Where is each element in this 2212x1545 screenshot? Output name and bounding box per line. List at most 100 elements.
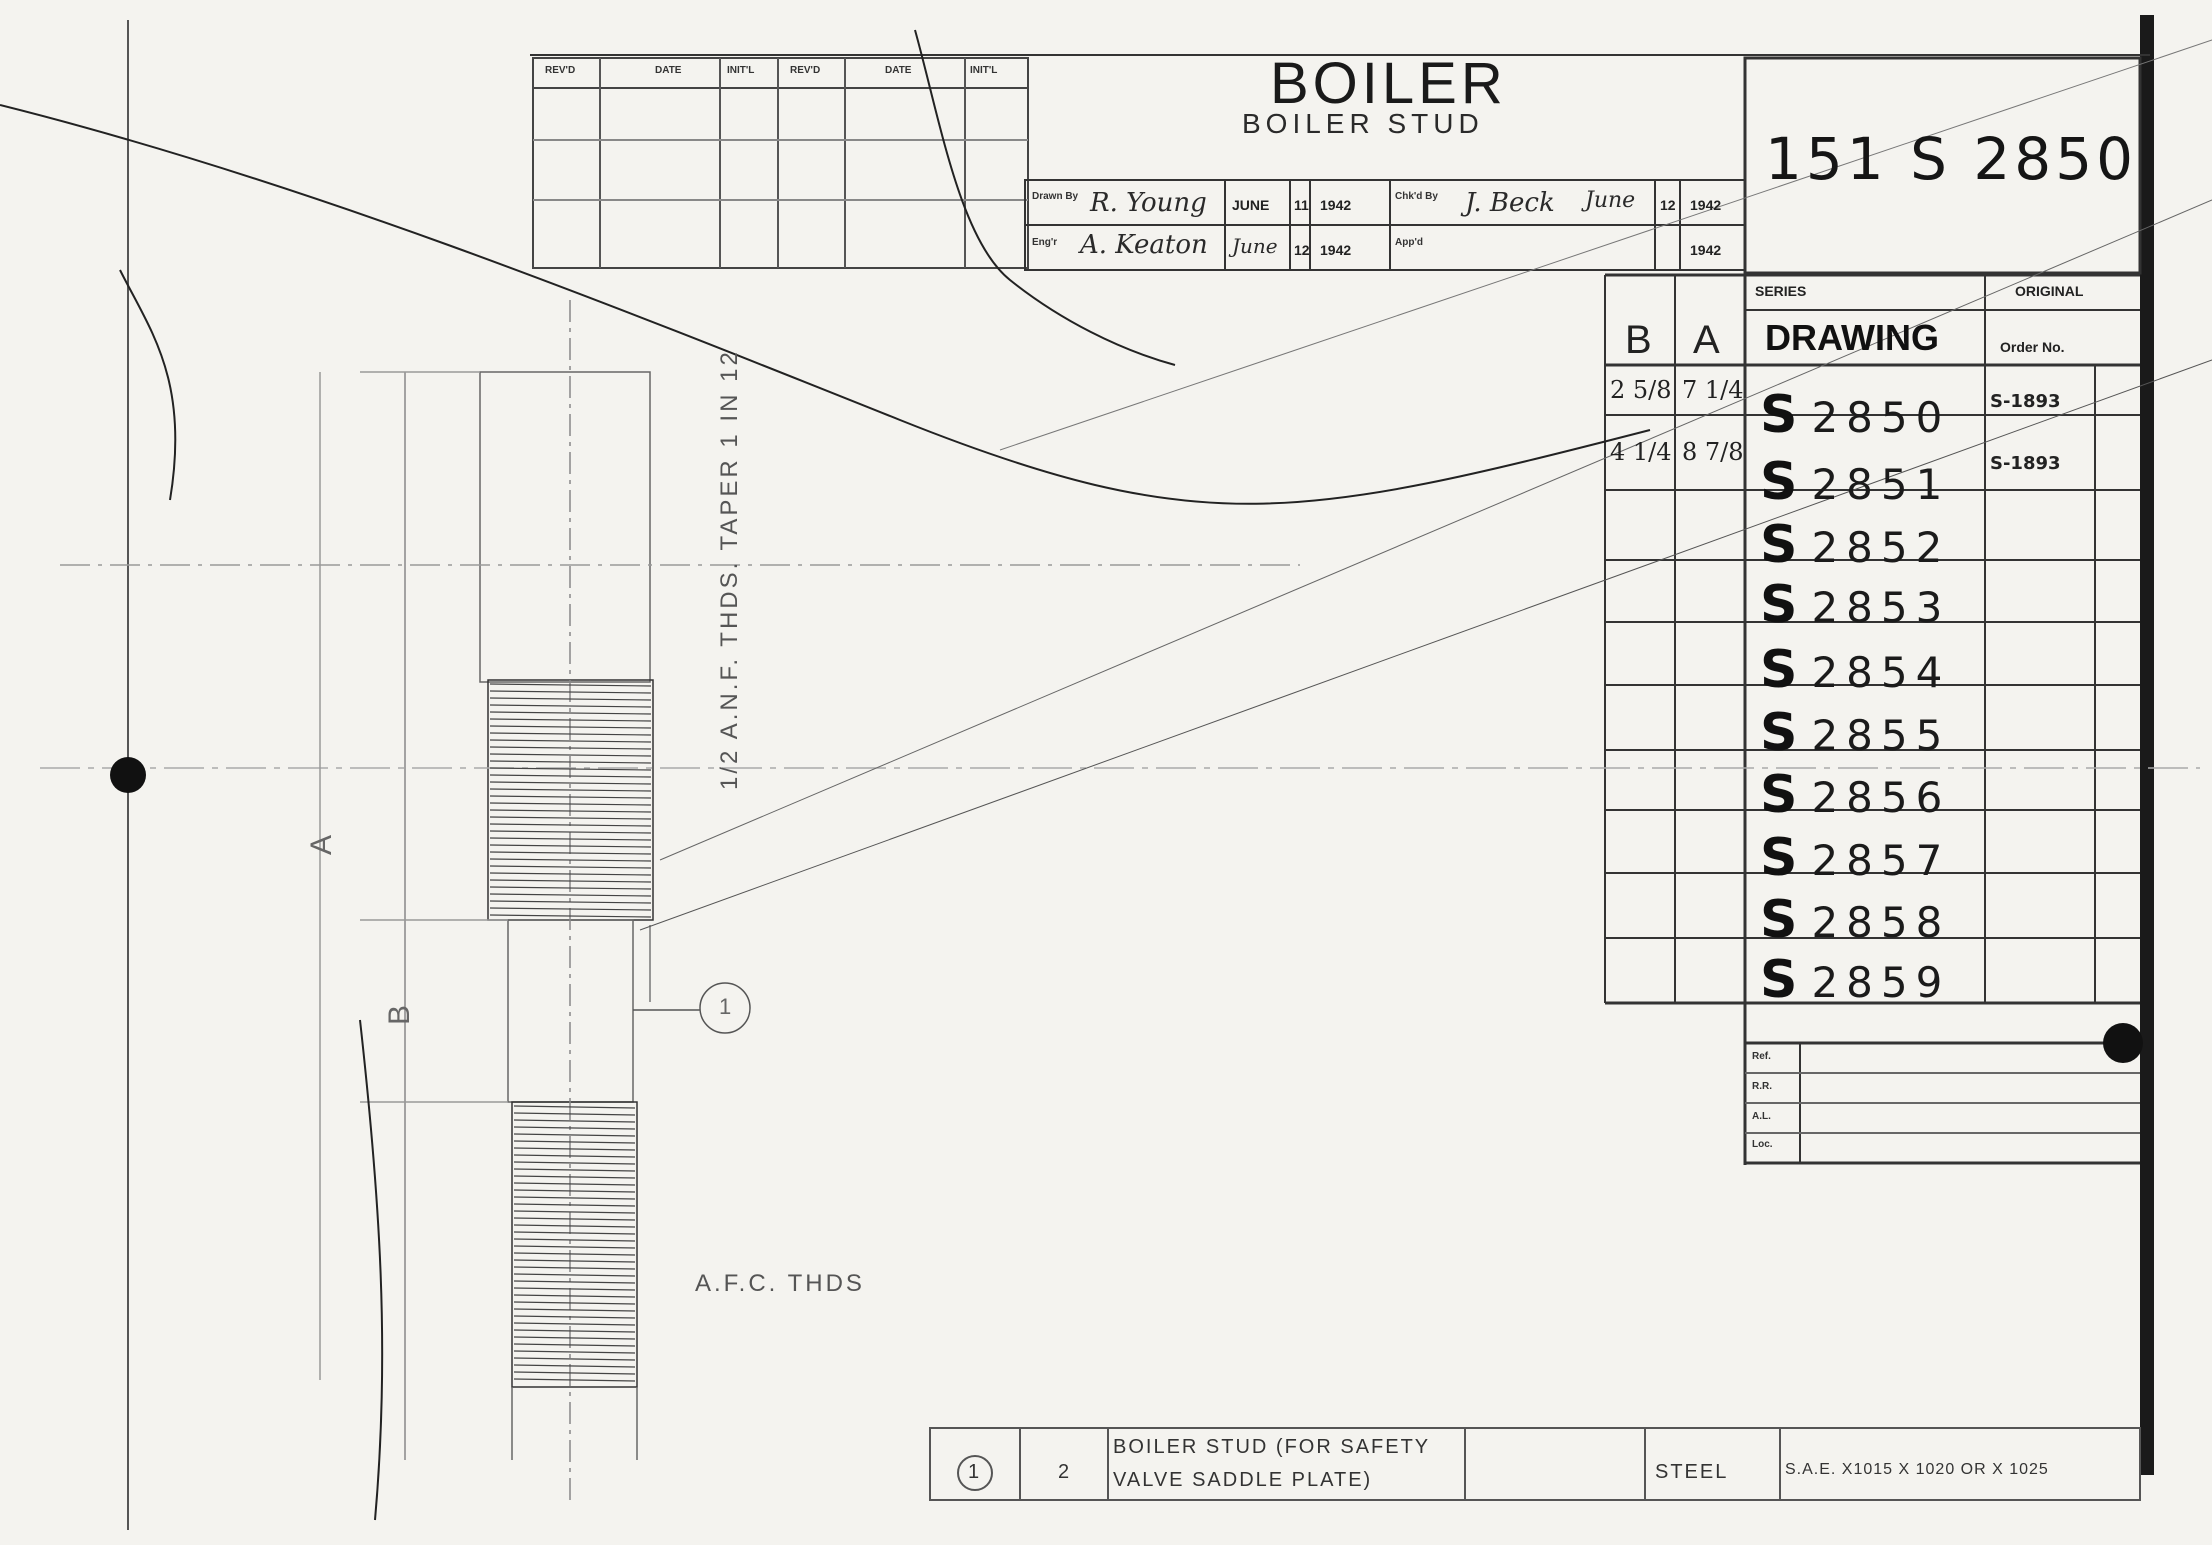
drawing-prefix: S <box>1760 703 1798 763</box>
row2-order: S-1893 <box>1990 453 2061 474</box>
thread-line <box>513 1210 636 1214</box>
thread-line <box>489 711 652 715</box>
order-header: Order No. <box>2000 339 2065 355</box>
thread-line <box>489 865 652 869</box>
thread-line <box>513 1350 636 1354</box>
thread-line <box>513 1266 636 1270</box>
drawing-row-number: 2855 <box>1811 711 1951 760</box>
bom-description-1: BOILER STUD (FOR SAFETY <box>1113 1436 1431 1458</box>
thread-line <box>513 1364 636 1368</box>
row2-a: 8 7/8 <box>1682 438 1744 466</box>
thread-line <box>513 1140 636 1144</box>
thread-line <box>513 1294 636 1298</box>
engineer-label: Eng'r <box>1032 237 1058 248</box>
drawn-month: JUNE <box>1232 197 1270 213</box>
thread-line <box>513 1252 636 1256</box>
row1-order: S-1893 <box>1990 391 2061 412</box>
thread-line <box>489 704 652 708</box>
drawing-prefix: S <box>1760 452 1798 512</box>
rev-header-5: DATE <box>885 65 912 76</box>
thread-line <box>489 697 652 701</box>
drawing-prefix: S <box>1760 828 1798 888</box>
thread-line <box>489 690 652 694</box>
drawing-row-number: 2850 <box>1811 393 1951 442</box>
thread-line <box>513 1196 636 1200</box>
thread-line <box>513 1224 636 1228</box>
thread-line <box>489 893 652 897</box>
thread-line <box>489 725 652 729</box>
thread-line <box>513 1161 636 1165</box>
thread-line <box>489 900 652 904</box>
thread-line <box>489 823 652 827</box>
thread-line <box>489 914 652 918</box>
thread-line <box>513 1301 636 1305</box>
drawing-prefix: S <box>1760 890 1798 950</box>
thread-line <box>489 774 652 778</box>
drawing-prefix: S <box>1760 765 1798 825</box>
drawing-row: S 2850 <box>1760 385 1950 445</box>
thread-line <box>489 886 652 890</box>
drawing-prefix: S <box>1760 385 1798 445</box>
checked-day: 12 <box>1660 197 1676 213</box>
thread-line <box>513 1336 636 1340</box>
thread-line <box>489 788 652 792</box>
lower-label-rr: R.R. <box>1752 1081 1772 1092</box>
drawing-row-number: 2853 <box>1811 583 1951 632</box>
drawing-row-number: 2851 <box>1811 460 1951 509</box>
engineer-month: June <box>1232 234 1278 258</box>
rev-header-1: REV'D <box>545 65 576 76</box>
drawing-prefix: S <box>1760 950 1798 1010</box>
drawing-row-number: 2858 <box>1811 898 1951 947</box>
thread-line <box>513 1189 636 1193</box>
engineer-day: 12 <box>1294 242 1310 258</box>
thread-note: A.F.C. THDS <box>695 1270 865 1297</box>
thread-line <box>489 746 652 750</box>
thread-line <box>489 732 652 736</box>
thread-line <box>513 1105 636 1109</box>
thread-line <box>489 802 652 806</box>
bom-description-2: VALVE SADDLE PLATE) <box>1113 1469 1373 1491</box>
thread-line <box>513 1126 636 1130</box>
thread-line <box>513 1273 636 1277</box>
drawing-row: S 2858 <box>1760 890 1950 950</box>
thread-line <box>513 1238 636 1242</box>
thread-line <box>513 1175 636 1179</box>
rev-header-3: INIT'L <box>727 65 755 76</box>
drawn-year: 1942 <box>1320 197 1352 213</box>
row1-b: 2 5/8 <box>1610 376 1672 404</box>
series-header: SERIES <box>1755 283 1807 299</box>
lower-label-al: A.L. <box>1752 1111 1771 1122</box>
thread-line <box>513 1357 636 1361</box>
thread-line <box>513 1119 636 1123</box>
thread-line <box>513 1308 636 1312</box>
original-header: ORIGINAL <box>2015 283 2084 299</box>
taper-thread-note: 1/2 A.N.F. THDS. TAPER 1 IN 12 <box>716 349 743 790</box>
thread-line <box>489 851 652 855</box>
drawing-number: 151 S 2850 <box>1765 125 2137 193</box>
rev-header-4: REV'D <box>790 65 821 76</box>
drawn-day: 11 <box>1294 197 1309 213</box>
checked-by-label: Chk'd By <box>1395 191 1438 202</box>
thread-line <box>513 1259 636 1263</box>
thread-line <box>489 760 652 764</box>
thread-line <box>513 1245 636 1249</box>
thread-line <box>489 844 652 848</box>
thread-line <box>513 1133 636 1137</box>
drawn-by-name: R. Young <box>1090 188 1207 218</box>
drawing-row: S 2855 <box>1760 703 1950 763</box>
lower-label-ref: Ref. <box>1752 1051 1771 1062</box>
approved-year: 1942 <box>1690 242 1722 258</box>
part-balloon-number: 1 <box>719 994 732 1019</box>
thread-line <box>489 795 652 799</box>
row1-a: 7 1/4 <box>1682 376 1744 404</box>
drawing-row-number: 2857 <box>1811 836 1951 885</box>
thread-line <box>489 837 652 841</box>
thread-line <box>513 1322 636 1326</box>
thread-line <box>489 809 652 813</box>
engineer-name: A. Keaton <box>1080 230 1208 260</box>
thread-line <box>513 1378 636 1382</box>
